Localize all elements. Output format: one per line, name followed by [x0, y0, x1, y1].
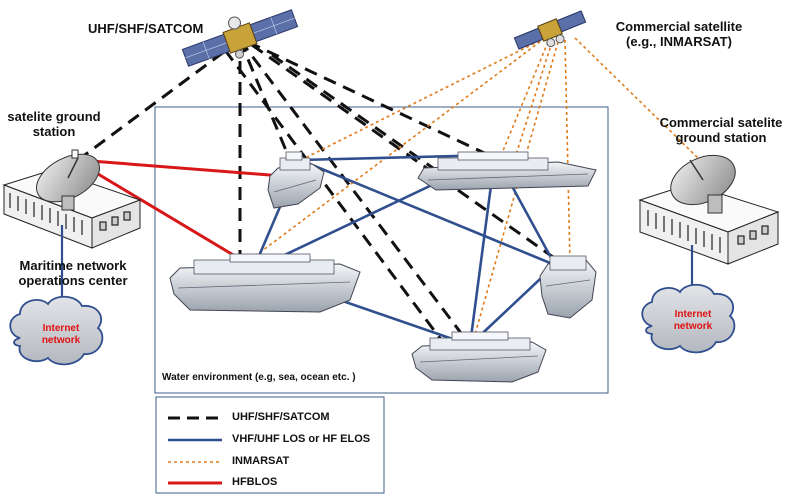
- ground-station-right-label: Commercial satelite ground station: [650, 115, 792, 146]
- left-ground-dish-icon: [36, 149, 100, 211]
- right-internet-cloud: [641, 283, 736, 354]
- legend-box: [155, 396, 385, 494]
- internet-right-label-line2: network: [673, 320, 713, 332]
- inmarsat-link: [574, 37, 701, 161]
- legend-label-hfblos: HFBLOS: [232, 476, 278, 488]
- commercial-satellite-label-line1: Commercial satellite: [615, 19, 743, 34]
- ship-top-left: [267, 151, 325, 209]
- right-ground-dish-icon: [670, 154, 736, 214]
- water-environment-label: Water environment (e.g, sea, ocean etc. …: [162, 372, 356, 383]
- commercial-satellite-label-line2: (e.g., INMARSAT): [626, 33, 732, 49]
- legend-label-inmarsat: INMARSAT: [232, 455, 290, 467]
- ground-station-right-label-line1: Commercial satelite: [659, 115, 783, 130]
- water-environment-box: [154, 106, 609, 394]
- satcom-link: [238, 39, 472, 346]
- commercial-satellite-label: Commercial satellite (e.g., INMARSAT): [604, 19, 754, 50]
- hfblos-link: [77, 158, 283, 178]
- internet-left-label: Internet network: [22, 323, 100, 346]
- ship-middle-right: [539, 255, 597, 319]
- internet-left-label-line2: network: [41, 334, 81, 346]
- ship-bottom: [411, 331, 547, 383]
- military-satellite-icon: [181, 9, 299, 67]
- ship-top-right: [417, 151, 597, 191]
- ground-station-left-label: satelite ground station: [4, 109, 104, 140]
- military-satellite-label: UHF/SHF/SATCOM: [88, 21, 204, 36]
- inmarsat-link: [304, 37, 546, 159]
- vhf-link: [299, 158, 556, 267]
- satcom-link: [271, 53, 451, 182]
- satcom-link: [77, 38, 241, 162]
- satcom-link: [238, 39, 292, 161]
- commercial-satellite-icon: [513, 10, 587, 50]
- internet-right-label-line1: Internet: [674, 309, 712, 320]
- legend-label-satcom: UHF/SHF/SATCOM: [232, 411, 330, 423]
- inmarsat-link: [249, 37, 546, 261]
- internet-left-label-line1: Internet: [42, 323, 80, 334]
- ground-station-right-label-line2: ground station: [675, 129, 767, 145]
- internet-right-label: Internet network: [654, 309, 732, 332]
- satcom-link: [223, 49, 447, 346]
- inmarsat-link: [499, 41, 549, 159]
- noc-label: Maritime network operations center: [8, 258, 138, 289]
- noc-label-line2: operations center: [18, 272, 128, 288]
- inmarsat-link: [514, 41, 553, 159]
- hfblos-link: [77, 160, 256, 270]
- noc-label-line1: Maritime network: [19, 258, 127, 273]
- ground-station-left-label-line2: station: [32, 123, 76, 139]
- ship-middle-left: [169, 253, 361, 313]
- satcom-links: [77, 38, 561, 346]
- satcom-link: [247, 40, 496, 160]
- ground-station-left-label-line1: satelite ground: [7, 109, 101, 124]
- hfblos-links: [77, 158, 283, 270]
- left-internet-cloud: [9, 295, 104, 366]
- inmarsat-link: [564, 39, 571, 263]
- legend-label-vhf: VHF/UHF LOS or HF ELOS: [232, 433, 371, 445]
